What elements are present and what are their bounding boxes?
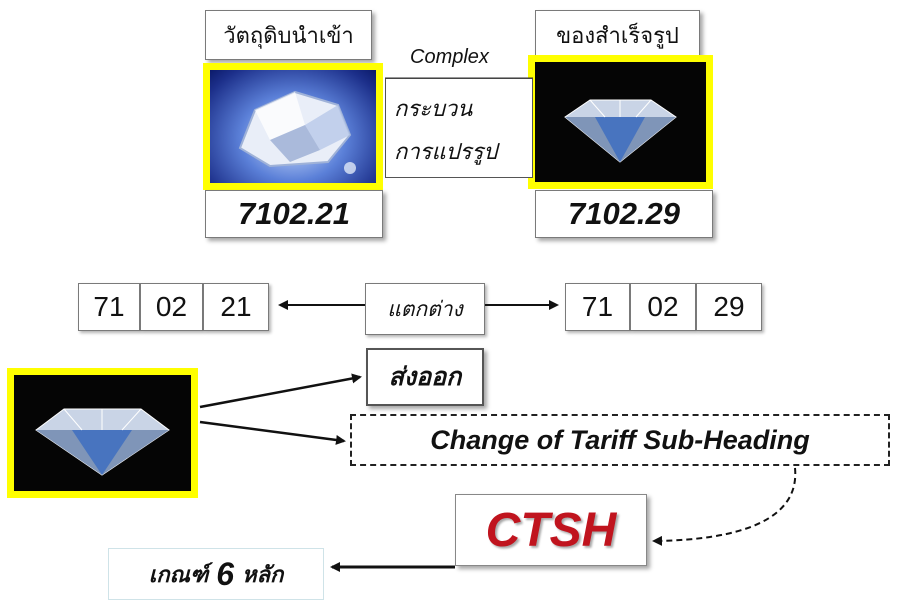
difference-box: แตกต่าง [365, 283, 485, 335]
difference-label: แตกต่าง [387, 296, 463, 321]
finished-code-box: 7102.29 [535, 190, 713, 238]
cut-diamond-icon [564, 99, 677, 163]
ctsh-dashed-curve [652, 467, 797, 546]
ctsh-full-label: Change of Tariff Sub-Heading [430, 424, 810, 455]
ctsh-abbr-label: CTSH [485, 503, 617, 557]
right-digit-1: 71 [581, 291, 614, 322]
criterion-prefix: เกณฑ์ [148, 562, 209, 588]
complex-label: Complex [410, 46, 489, 68]
criterion-box: เกณฑ์ 6 หลัก [108, 548, 324, 600]
left-digit-2: 02 [155, 291, 188, 322]
left-digit-box-1: 71 [78, 283, 140, 331]
right-digit-box-2: 02 [630, 283, 696, 331]
process-box: กระบวน การแปรรูป [385, 78, 533, 178]
rough-diamond-icon [238, 90, 356, 174]
process-line-2: การแปรรูป [394, 140, 498, 165]
finished-goods-label: ของสำเร็จรูป [556, 23, 679, 49]
ctsh-full-box: Change of Tariff Sub-Heading [350, 414, 890, 466]
export-arrow [199, 373, 362, 409]
left-digit-3: 21 [220, 291, 252, 322]
right-digit-box-3: 29 [696, 283, 762, 331]
criterion-suffix: หลัก [242, 562, 284, 588]
raw-material-label-box: วัตถุดิบนำเข้า [205, 10, 372, 60]
raw-material-label: วัตถุดิบนำเข้า [223, 23, 354, 49]
left-digit-1: 71 [93, 291, 125, 322]
ctsh-abbr-box: CTSH [455, 494, 647, 566]
finished-diamond-image [528, 55, 713, 189]
raw-diamond-image [203, 63, 383, 190]
left-digit-box-3: 21 [203, 283, 269, 331]
export-diamond-image [7, 368, 198, 498]
export-box: ส่งออก [366, 348, 484, 406]
process-line-1: กระบวน [394, 97, 473, 122]
raw-code-box: 7102.21 [205, 190, 383, 238]
left-digit-box-2: 02 [140, 283, 203, 331]
right-digit-box-1: 71 [565, 283, 630, 331]
cut-diamond-icon [35, 408, 170, 476]
raw-code: 7102.21 [237, 196, 351, 231]
right-digit-2: 02 [647, 291, 679, 322]
export-label: ส่งออก [388, 362, 462, 391]
right-digit-3: 29 [713, 291, 745, 322]
finished-code: 7102.29 [567, 196, 681, 231]
ctsh-arrow [199, 420, 346, 445]
criterion-number: 6 [216, 555, 234, 592]
